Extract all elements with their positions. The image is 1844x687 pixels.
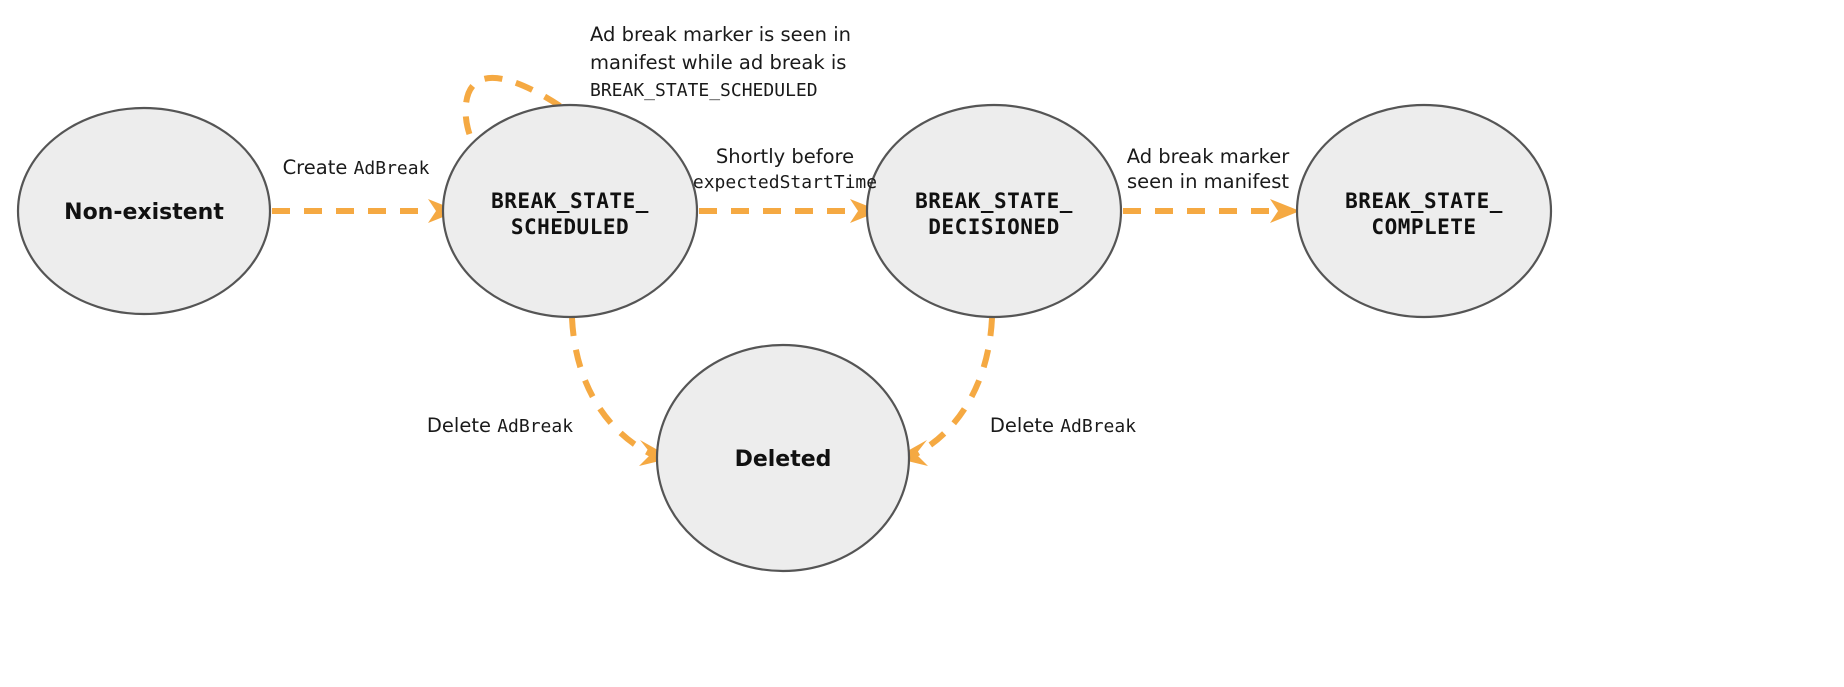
node-break-state-complete[interactable]: BREAK_STATE_ COMPLETE bbox=[1295, 103, 1553, 319]
svg-text:Delete AdBreak: Delete AdBreak bbox=[990, 414, 1136, 437]
edge-label-marker-seen-manifest-line2: seen in manifest bbox=[1127, 170, 1289, 193]
node-label-break-state-complete-line1: BREAK_STATE_ bbox=[1345, 189, 1503, 213]
edge-label-marker-seen-manifest-line1: Ad break marker bbox=[1127, 145, 1291, 168]
edge-label-delete-from-scheduled-prose: Delete bbox=[427, 414, 497, 437]
edge-label-delete-from-decisioned: Delete AdBreak bbox=[990, 414, 1136, 437]
edge-line-selfloop-scheduled bbox=[462, 75, 562, 156]
node-non-existent[interactable]: Non-existent bbox=[16, 106, 272, 316]
edge-label-delete-from-decisioned-prose: Delete bbox=[990, 414, 1060, 437]
edge-line-delete-from-scheduled bbox=[569, 317, 655, 458]
node-label-deleted: Deleted bbox=[735, 447, 832, 472]
edge-label-create-adbreak-code: AdBreak bbox=[354, 158, 430, 179]
arrowhead-shortly-before bbox=[850, 199, 880, 223]
node-break-state-scheduled[interactable]: BREAK_STATE_ SCHEDULED bbox=[441, 103, 699, 319]
edge-label-selfloop-line1: Ad break marker is seen in bbox=[590, 23, 851, 46]
node-label-break-state-scheduled-line2: SCHEDULED bbox=[511, 215, 629, 239]
edge-label-delete-from-decisioned-code: AdBreak bbox=[1060, 416, 1136, 437]
node-break-state-decisioned[interactable]: BREAK_STATE_ DECISIONED bbox=[865, 103, 1123, 319]
node-label-break-state-scheduled-line1: BREAK_STATE_ bbox=[491, 189, 649, 213]
node-label-non-existent: Non-existent bbox=[64, 200, 224, 225]
node-shape-deleted[interactable] bbox=[655, 343, 911, 573]
edge-label-create-adbreak: Create AdBreak bbox=[283, 156, 430, 179]
node-label-break-state-complete-line2: COMPLETE bbox=[1371, 215, 1476, 239]
edge-label-shortly-before-line1: Shortly before bbox=[716, 145, 854, 168]
node-shape-break-state-complete[interactable] bbox=[1295, 103, 1553, 319]
edge-label-delete-from-scheduled-code: AdBreak bbox=[497, 416, 573, 437]
edge-shortly-before bbox=[699, 199, 880, 223]
edge-label-selfloop-line3: BREAK_STATE_SCHEDULED bbox=[590, 80, 818, 101]
svg-text:Delete AdBreak: Delete AdBreak bbox=[427, 414, 573, 437]
edge-label-selfloop-line2: manifest while ad break is bbox=[590, 51, 846, 74]
edge-label-marker-seen-manifest: Ad break marker seen in manifest bbox=[1127, 145, 1291, 193]
arrowhead-marker-seen-manifest bbox=[1270, 199, 1300, 223]
edge-marker-seen-manifest bbox=[1123, 199, 1300, 223]
node-shape-break-state-scheduled[interactable] bbox=[441, 103, 699, 319]
edge-label-shortly-before: Shortly before expectedStartTime bbox=[693, 145, 877, 193]
edge-label-selfloop-scheduled: Ad break marker is seen in manifest whil… bbox=[590, 23, 851, 101]
edge-label-delete-from-scheduled: Delete AdBreak bbox=[427, 414, 573, 437]
node-shape-break-state-decisioned[interactable] bbox=[865, 103, 1123, 319]
edge-create-adbreak bbox=[272, 199, 458, 223]
edge-label-shortly-before-line2: expectedStartTime bbox=[693, 172, 877, 193]
node-label-break-state-decisioned-line2: DECISIONED bbox=[928, 215, 1059, 239]
edge-line-delete-from-decisioned bbox=[912, 317, 995, 458]
edge-label-create-adbreak-prose: Create bbox=[283, 156, 354, 179]
svg-text:Create AdBreak: Create AdBreak bbox=[283, 156, 430, 179]
node-shape-non-existent[interactable] bbox=[16, 106, 272, 316]
edge-delete-from-decisioned bbox=[895, 317, 995, 466]
node-deleted[interactable]: Deleted bbox=[655, 343, 911, 573]
node-label-break-state-decisioned-line1: BREAK_STATE_ bbox=[915, 189, 1073, 213]
